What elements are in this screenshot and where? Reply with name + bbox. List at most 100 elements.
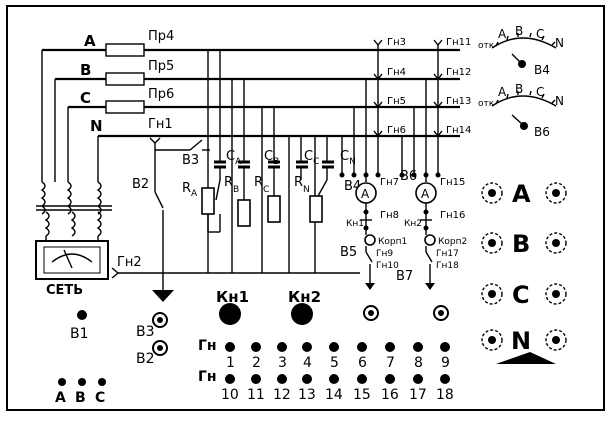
- jack-column-right: [401, 39, 443, 175]
- fuse-pr5-label: Пр5: [148, 59, 174, 74]
- button-kn1[interactable]: [219, 303, 241, 325]
- terminal-c-label: C: [95, 390, 105, 406]
- lower-v2-label: В2: [136, 351, 155, 367]
- gn-14-label: 14: [325, 387, 343, 403]
- jack-gn6-label: Гн6: [387, 125, 406, 136]
- capacitor-n: [296, 150, 308, 180]
- terminal-a-label: A: [55, 390, 66, 406]
- v6-label: В6: [400, 169, 417, 184]
- v4-pos-n: N: [555, 36, 564, 50]
- gn-13-socket[interactable]: [302, 374, 312, 384]
- socket-a-label: A: [512, 180, 531, 208]
- selector-v6-label: В6: [534, 125, 550, 139]
- gn-9-label: 9: [441, 355, 450, 371]
- gn-3-label: 3: [278, 355, 287, 371]
- capacitor-b: [238, 150, 250, 180]
- rheostat-rn: [309, 179, 328, 223]
- jack-gn12-label: Гн12: [446, 67, 471, 78]
- jack-gn11-label: Гн11: [446, 37, 471, 48]
- res-n-label: RN: [294, 175, 310, 195]
- korp1-socket: [364, 234, 376, 246]
- v6-pos-n: N: [555, 94, 564, 108]
- v6-pos-b: B: [515, 82, 523, 96]
- load-verticals: [207, 50, 328, 273]
- gn-12-label: 12: [273, 387, 291, 403]
- gn-17-socket[interactable]: [413, 374, 423, 384]
- mains-switch-v1[interactable]: [77, 310, 87, 320]
- gn-4-socket[interactable]: [302, 342, 312, 352]
- gn-7-socket[interactable]: [385, 342, 395, 352]
- selector-v4: [491, 32, 557, 63]
- gn-8-socket[interactable]: [413, 342, 423, 352]
- fuse-pr5: [105, 72, 145, 86]
- big-kn1-label: Кн1: [216, 288, 249, 306]
- gn-8-label: 8: [414, 355, 423, 371]
- gn-row1-prefix: Гн: [198, 338, 217, 354]
- jack-column-left: [341, 39, 383, 175]
- terminal-b[interactable]: [78, 378, 86, 386]
- gn-6-socket[interactable]: [357, 342, 367, 352]
- gn-4-label: 4: [303, 355, 312, 371]
- gn-15-socket[interactable]: [357, 374, 367, 384]
- rheostat-rb: [237, 180, 251, 227]
- gn-row1: [225, 342, 450, 352]
- gn-16-label: 16: [381, 387, 399, 403]
- selector-v4-knob[interactable]: [518, 60, 526, 68]
- cap-n-label: CN: [340, 149, 356, 167]
- res-b-label: RB: [224, 175, 239, 195]
- gn-3-socket[interactable]: [277, 342, 287, 352]
- kn2-small-label: Кн2: [404, 219, 422, 229]
- gn-row2: [225, 374, 450, 384]
- fuse-pr6: [105, 100, 145, 114]
- terminal-b-label: B: [75, 390, 86, 406]
- rheostat-ra: [201, 179, 221, 233]
- cap-b-label: CB: [264, 149, 279, 167]
- mains-switch-label: В1: [70, 326, 89, 342]
- gn7-label: Гн7: [380, 177, 399, 188]
- gn-1-socket[interactable]: [225, 342, 235, 352]
- terminal-c[interactable]: [98, 378, 106, 386]
- gn-2-label: 2: [252, 355, 261, 371]
- v4-pos-a: A: [498, 27, 507, 41]
- gn-2-socket[interactable]: [251, 342, 261, 352]
- gn-9-socket[interactable]: [440, 342, 450, 352]
- gn-row1-numbers: 1 2 3 4 5 6 7 8 9: [226, 355, 450, 371]
- gn-5-label: 5: [330, 355, 339, 371]
- transformer: [36, 181, 112, 240]
- button-kn2[interactable]: [291, 303, 313, 325]
- gn16-label: Гн16: [440, 210, 465, 221]
- v6-off-label: отк: [478, 99, 495, 109]
- gn9-label: Гн9: [376, 249, 393, 259]
- gn-18-socket[interactable]: [440, 374, 450, 384]
- gn-18-label: 18: [436, 387, 454, 403]
- v5-label: В5: [340, 245, 357, 260]
- terminal-a[interactable]: [58, 378, 66, 386]
- selector-v6-knob[interactable]: [520, 122, 528, 130]
- cap-c-label: CC: [304, 149, 319, 167]
- gn-17-label: 17: [409, 387, 427, 403]
- phase-c-label: C: [80, 89, 91, 107]
- gn-12-socket[interactable]: [277, 374, 287, 384]
- fuse-pr4-label: Пр4: [148, 29, 174, 44]
- cap-a-label: CA: [226, 149, 242, 167]
- gn-5-socket[interactable]: [329, 342, 339, 352]
- jack-gn13-label: Гн13: [446, 96, 471, 107]
- gn-11-socket[interactable]: [251, 374, 261, 384]
- gn-10-socket[interactable]: [225, 374, 235, 384]
- big-kn2-label: Кн2: [288, 288, 321, 306]
- gn-row2-prefix: Гн: [198, 369, 217, 385]
- gn-10-label: 10: [221, 387, 239, 403]
- voltmeter-needle: [63, 249, 73, 269]
- switch-v6-contacts: [399, 172, 441, 178]
- korp1-label: Корп1: [378, 237, 407, 247]
- jack-gn3-label: Гн3: [387, 37, 406, 48]
- v3-label: В3: [182, 153, 199, 168]
- gn-14-socket[interactable]: [329, 374, 339, 384]
- gn-13-label: 13: [298, 387, 316, 403]
- socket-b-label: B: [512, 230, 530, 258]
- jack-gn5-label: Гн5: [387, 96, 406, 107]
- gn-15-label: 15: [353, 387, 371, 403]
- gn-16-socket[interactable]: [385, 374, 395, 384]
- ground-wedge: [496, 352, 556, 364]
